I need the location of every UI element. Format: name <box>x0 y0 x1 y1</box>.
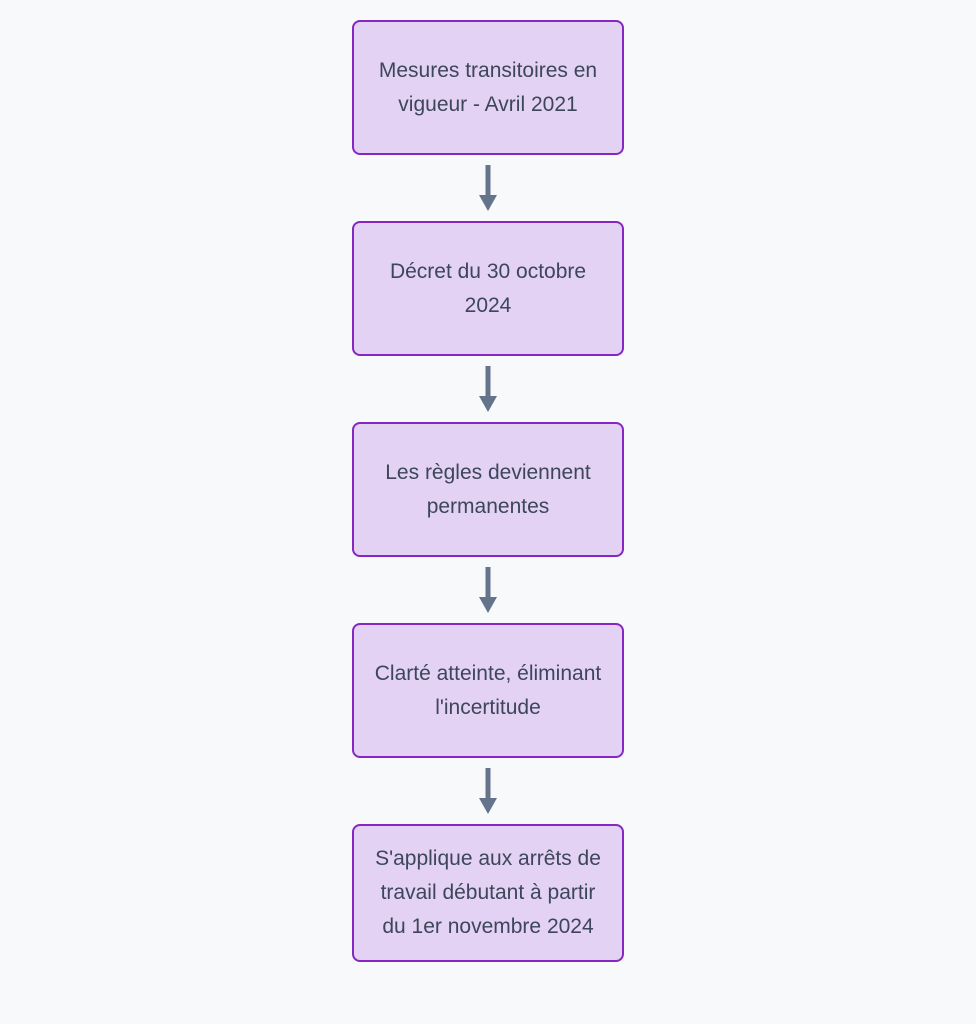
flow-node-clarte: Clarté atteinte, éliminant l'incertitude <box>352 623 624 758</box>
flow-node-decret: Décret du 30 octobre 2024 <box>352 221 624 356</box>
arrow-down-icon <box>478 366 498 412</box>
arrow-down-icon <box>478 165 498 211</box>
flow-node-mesures-transitoires: Mesures transitoires en vigueur - Avril … <box>352 20 624 155</box>
arrow-down-icon <box>478 567 498 613</box>
flowchart: Mesures transitoires en vigueur - Avril … <box>352 20 624 962</box>
flow-node-application: S'applique aux arrêts de travail débutan… <box>352 824 624 962</box>
flow-node-regles-permanentes: Les règles deviennent permanentes <box>352 422 624 557</box>
arrow-down-icon <box>478 768 498 814</box>
